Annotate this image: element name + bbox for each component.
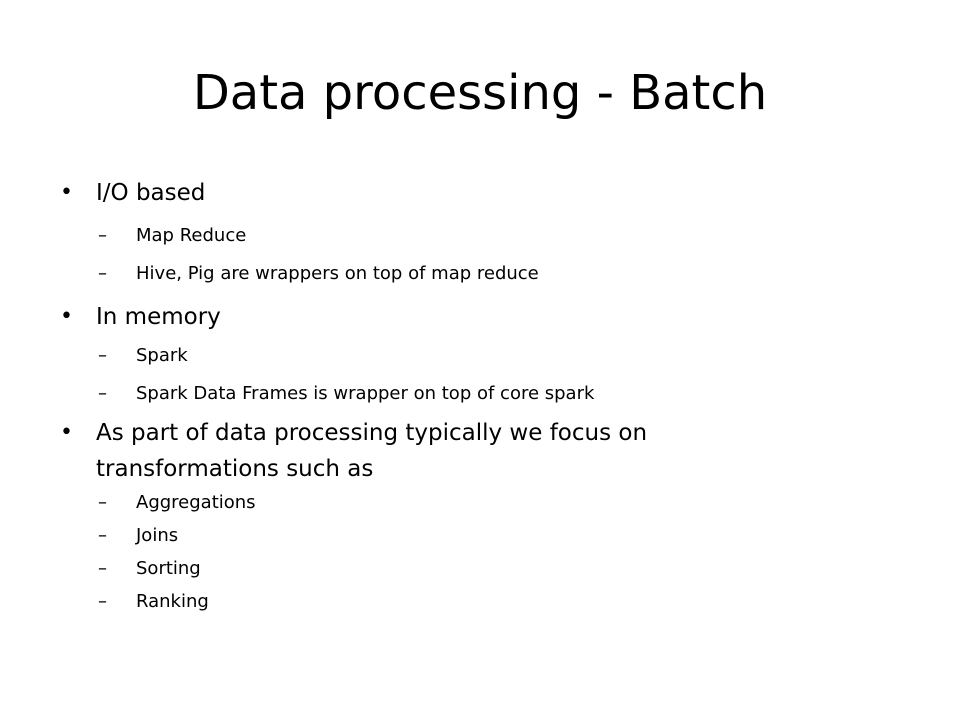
sub-bullet-text: Aggregations xyxy=(136,492,256,513)
bullet-icon: • xyxy=(60,304,73,329)
dash-icon: – xyxy=(98,383,107,404)
sub-bullet-text: Sorting xyxy=(136,558,201,579)
sub-bullet-item: – Spark Data Frames is wrapper on top of… xyxy=(98,381,595,407)
sub-bullet-text: Ranking xyxy=(136,591,209,612)
bullet-item: • As part of data processing typically w… xyxy=(60,415,648,451)
dash-icon: – xyxy=(98,263,107,284)
sub-bullet-item: – Hive, Pig are wrappers on top of map r… xyxy=(98,261,539,287)
sub-bullet-text: Spark xyxy=(136,345,188,366)
dash-icon: – xyxy=(98,591,107,612)
sub-bullet-item: – Map Reduce xyxy=(98,223,247,249)
sub-bullet-text: Hive, Pig are wrappers on top of map red… xyxy=(136,263,539,284)
bullet-icon: • xyxy=(60,420,73,445)
sub-bullet-item: – Ranking xyxy=(98,589,209,615)
sub-bullet-text: Spark Data Frames is wrapper on top of c… xyxy=(136,383,595,404)
sub-bullet-item: – Aggregations xyxy=(98,490,256,516)
sub-bullet-text: Joins xyxy=(136,525,179,546)
dash-icon: – xyxy=(98,345,107,366)
bullet-text: I/O based xyxy=(96,180,206,206)
sub-bullet-item: – Joins xyxy=(98,523,179,549)
bullet-item: • In memory xyxy=(60,299,221,335)
bullet-item: • I/O based xyxy=(60,175,206,211)
sub-bullet-item: – Sorting xyxy=(98,556,201,582)
dash-icon: – xyxy=(98,558,107,579)
bullet-text: transformations such as xyxy=(96,456,374,482)
dash-icon: – xyxy=(98,492,107,513)
bullet-text: In memory xyxy=(96,304,221,330)
dash-icon: – xyxy=(98,225,107,246)
bullet-text-continuation: transformations such as xyxy=(96,451,373,487)
sub-bullet-item: – Spark xyxy=(98,343,188,369)
dash-icon: – xyxy=(98,525,107,546)
slide-title: Data processing - Batch xyxy=(192,65,768,121)
bullet-text: As part of data processing typically we … xyxy=(96,420,648,446)
bullet-icon: • xyxy=(60,180,73,205)
sub-bullet-text: Map Reduce xyxy=(136,225,247,246)
